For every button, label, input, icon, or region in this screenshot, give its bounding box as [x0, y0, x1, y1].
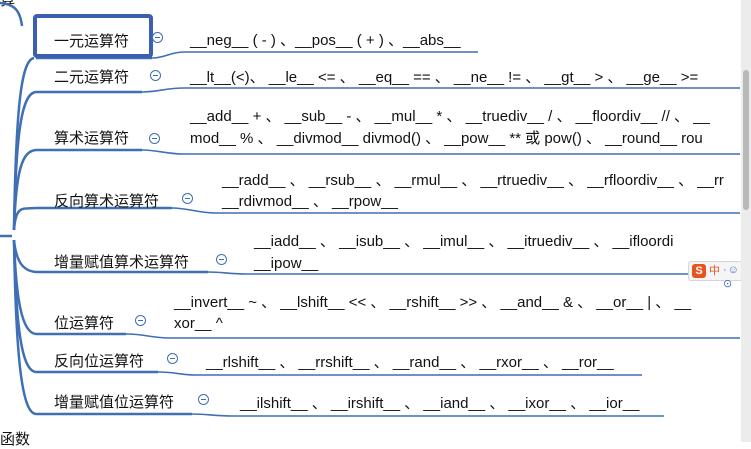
next-node-fragment: 函数: [0, 431, 31, 448]
detail-arithmetic-operators-line2[interactable]: mod__ % 、 __divmod__ divmod() 、 __pow__ …: [190, 130, 703, 147]
collapse-toggle-icon[interactable]: [150, 70, 161, 81]
node-binary-operators[interactable]: 二元运算符: [54, 69, 130, 86]
detail-augmented-arithmetic-line2[interactable]: __ipow__: [254, 255, 319, 272]
branch-8: [12, 239, 37, 416]
collapse-toggle-icon[interactable]: [149, 133, 160, 144]
sogou-logo-icon[interactable]: S: [692, 264, 706, 278]
node-unary-operators[interactable]: 一元运算符: [54, 33, 130, 50]
detail-augmented-arithmetic-line1[interactable]: __iadd__ 、 __isub__ 、 __imul__ 、 __itrue…: [254, 233, 674, 250]
node-reverse-bitwise-operators[interactable]: 反向位运算符: [54, 353, 145, 370]
detail-augmented-bitwise[interactable]: __ilshift__ 、 __irshift__ 、 __iand__ 、 _…: [240, 395, 640, 412]
detail-reverse-arithmetic-line1[interactable]: __radd__ 、 __rsub__ 、 __rmul__ 、 __rtrue…: [222, 172, 724, 189]
detail-reverse-bitwise[interactable]: __rlshift__ 、 __rrshift__ 、 __rand__ 、 _…: [206, 354, 614, 371]
ime-extra-icons[interactable]: ·☺⊙: [723, 264, 740, 290]
detail-binary-operators[interactable]: __lt__(<)、 __le__ <= 、 __eq__ == 、 __ne_…: [190, 69, 699, 86]
detail-reverse-arithmetic-line2[interactable]: __rdivmod__ 、 __rpow__: [222, 193, 398, 210]
collapse-toggle-icon[interactable]: [152, 32, 163, 43]
node-bitwise-operators[interactable]: 位运算符: [54, 315, 115, 332]
scrollbar-thumb[interactable]: [743, 70, 749, 210]
branch-5: [12, 239, 37, 274]
parent-link: [0, 1, 24, 27]
collapse-toggle-icon[interactable]: [216, 254, 227, 265]
node-augmented-arithmetic-operators[interactable]: 增量赋值算术运算符: [54, 254, 190, 271]
node-augmented-bitwise-operators[interactable]: 增量赋值位运算符: [54, 394, 175, 411]
node-arithmetic-operators[interactable]: 算术运算符: [54, 130, 130, 147]
node-reverse-arithmetic-operators[interactable]: 反向算术运算符: [54, 193, 160, 210]
branch-3: [12, 148, 37, 231]
selection-highlight: [33, 14, 153, 58]
collapse-toggle-icon[interactable]: [167, 353, 178, 364]
detail-arithmetic-operators-line1[interactable]: __add__ + 、 __sub__ - 、 __mul__ * 、 __tr…: [190, 108, 710, 125]
vertical-scrollbar[interactable]: [741, 0, 751, 442]
input-method-toolbar[interactable]: S 中 ·☺⊙: [688, 261, 750, 290]
branch-4: [12, 206, 37, 231]
collapse-toggle-icon[interactable]: [135, 315, 146, 326]
detail-bitwise-line1[interactable]: __invert__ ~ 、 __lshift__ << 、 __rshift_…: [174, 294, 692, 311]
collapse-toggle-icon[interactable]: [198, 394, 209, 405]
collapse-toggle-icon[interactable]: [182, 193, 193, 204]
detail-unary-operators[interactable]: __neg__ ( - ) 、__pos__ ( + ) 、__abs__: [190, 32, 461, 49]
detail-bitwise-line2[interactable]: xor__ ^: [174, 315, 223, 332]
ime-mode-indicator[interactable]: 中: [709, 265, 720, 277]
